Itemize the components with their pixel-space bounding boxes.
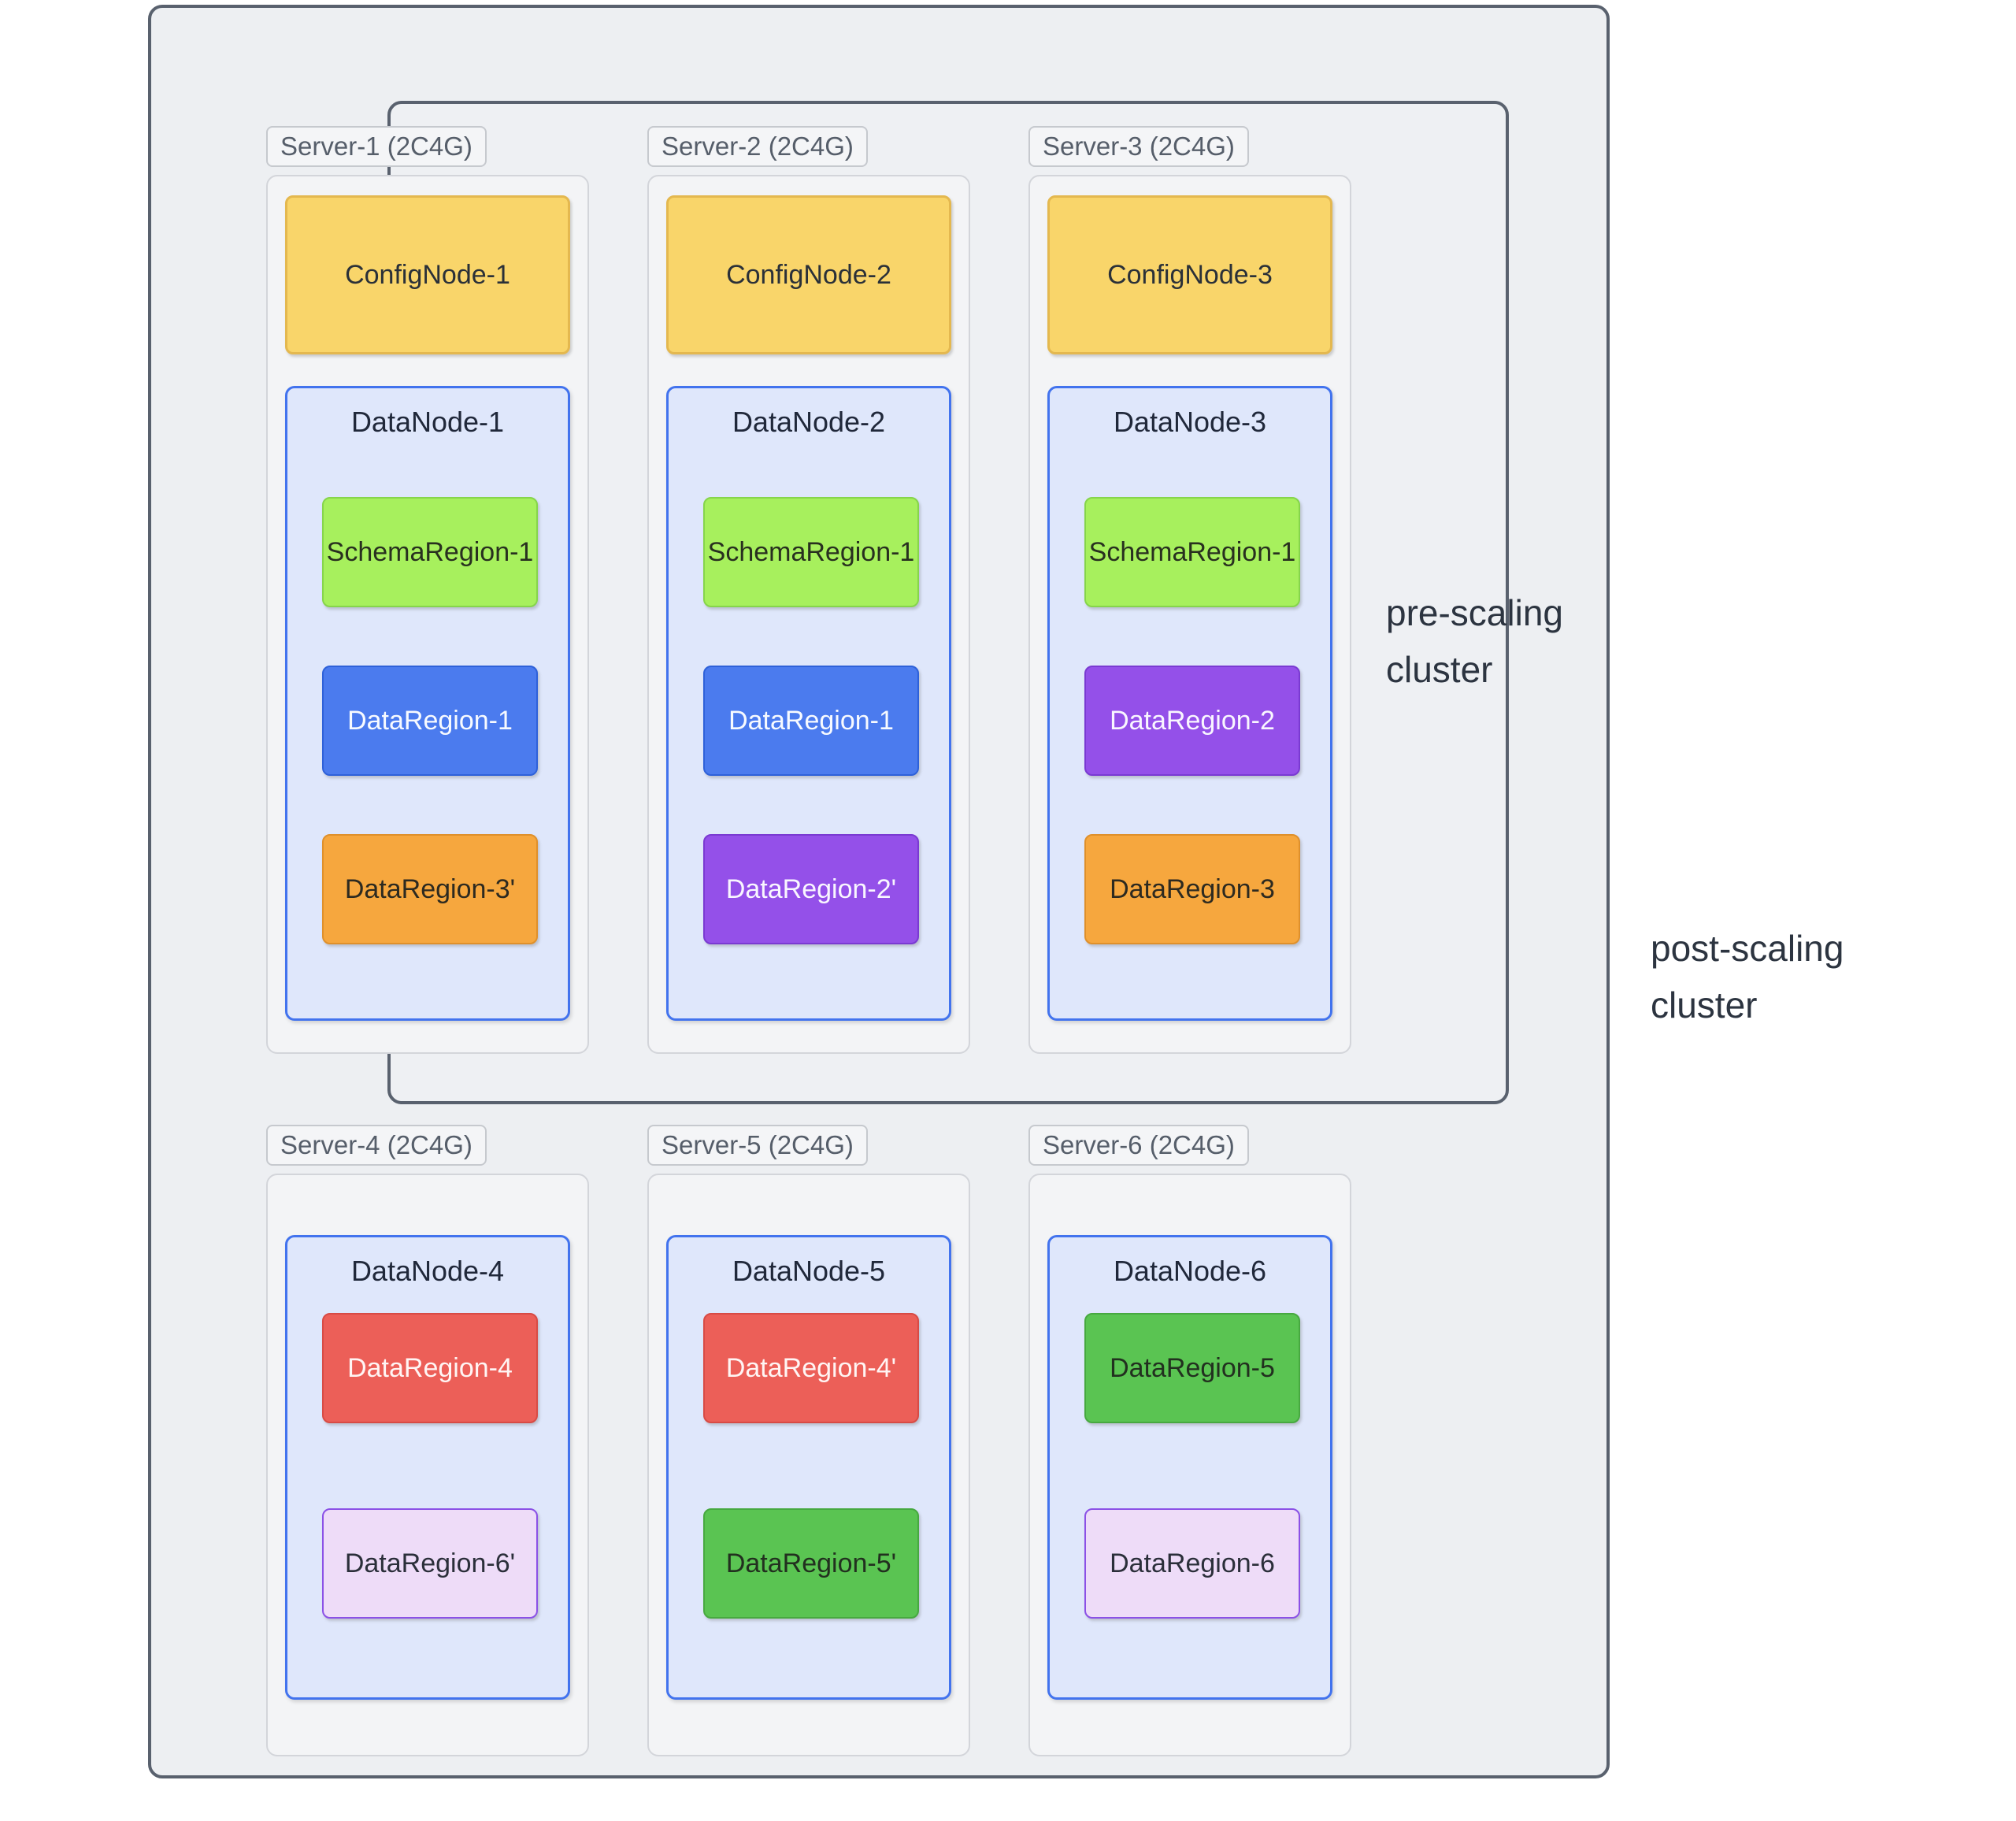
data-node-label: DataNode-4 <box>350 1255 505 1287</box>
pre-scaling-cluster-label: pre-scaling cluster <box>1386 592 1563 690</box>
server-label: Server-1 (2C4G) <box>266 126 487 167</box>
region: DataRegion-3 <box>1084 834 1300 944</box>
post-scaling-cluster-label: post-scaling cluster <box>1651 928 1844 1025</box>
data-node: DataNode-2 SchemaRegion-1 DataRegion-1 D… <box>666 386 951 1021</box>
region: DataRegion-4 <box>322 1313 538 1423</box>
server-group-4: Server-4 (2C4G) DataNode-4 DataRegion-4 … <box>266 1125 589 1756</box>
data-node: DataNode-5 DataRegion-4' DataRegion-5' <box>666 1235 951 1700</box>
config-node: ConfigNode-1 <box>285 195 570 354</box>
region: DataRegion-6 <box>1084 1508 1300 1619</box>
region: DataRegion-6' <box>322 1508 538 1619</box>
data-node-label: DataNode-1 <box>350 406 505 438</box>
data-node: DataNode-6 DataRegion-5 DataRegion-6 <box>1047 1235 1332 1700</box>
region: DataRegion-5 <box>1084 1313 1300 1423</box>
config-node: ConfigNode-3 <box>1047 195 1332 354</box>
data-node-label: DataNode-6 <box>1113 1255 1267 1287</box>
region: DataRegion-4' <box>703 1313 919 1423</box>
region: DataRegion-1 <box>703 666 919 776</box>
server-label: Server-5 (2C4G) <box>647 1125 868 1166</box>
region: DataRegion-1 <box>322 666 538 776</box>
server-group-1: Server-1 (2C4G) ConfigNode-1 DataNode-1 … <box>266 126 589 1054</box>
server-label: Server-6 (2C4G) <box>1028 1125 1249 1166</box>
region: DataRegion-2 <box>1084 666 1300 776</box>
server-group-2: Server-2 (2C4G) ConfigNode-2 DataNode-2 … <box>647 126 970 1054</box>
server-label: Server-3 (2C4G) <box>1028 126 1249 167</box>
region: DataRegion-2' <box>703 834 919 944</box>
region: SchemaRegion-1 <box>703 497 919 607</box>
region: SchemaRegion-1 <box>322 497 538 607</box>
data-node: DataNode-1 SchemaRegion-1 DataRegion-1 D… <box>285 386 570 1021</box>
data-node: DataNode-4 DataRegion-4 DataRegion-6' <box>285 1235 570 1700</box>
server-group-5: Server-5 (2C4G) DataNode-5 DataRegion-4'… <box>647 1125 970 1756</box>
region: SchemaRegion-1 <box>1084 497 1300 607</box>
data-node-label: DataNode-2 <box>732 406 886 438</box>
region: DataRegion-5' <box>703 1508 919 1619</box>
server-group-6: Server-6 (2C4G) DataNode-6 DataRegion-5 … <box>1028 1125 1351 1756</box>
data-node-label: DataNode-3 <box>1113 406 1267 438</box>
data-node: DataNode-3 SchemaRegion-1 DataRegion-2 D… <box>1047 386 1332 1021</box>
server-group-3: Server-3 (2C4G) ConfigNode-3 DataNode-3 … <box>1028 126 1351 1054</box>
data-node-label: DataNode-5 <box>732 1255 886 1287</box>
config-node: ConfigNode-2 <box>666 195 951 354</box>
region: DataRegion-3' <box>322 834 538 944</box>
server-label: Server-4 (2C4G) <box>266 1125 487 1166</box>
server-label: Server-2 (2C4G) <box>647 126 868 167</box>
